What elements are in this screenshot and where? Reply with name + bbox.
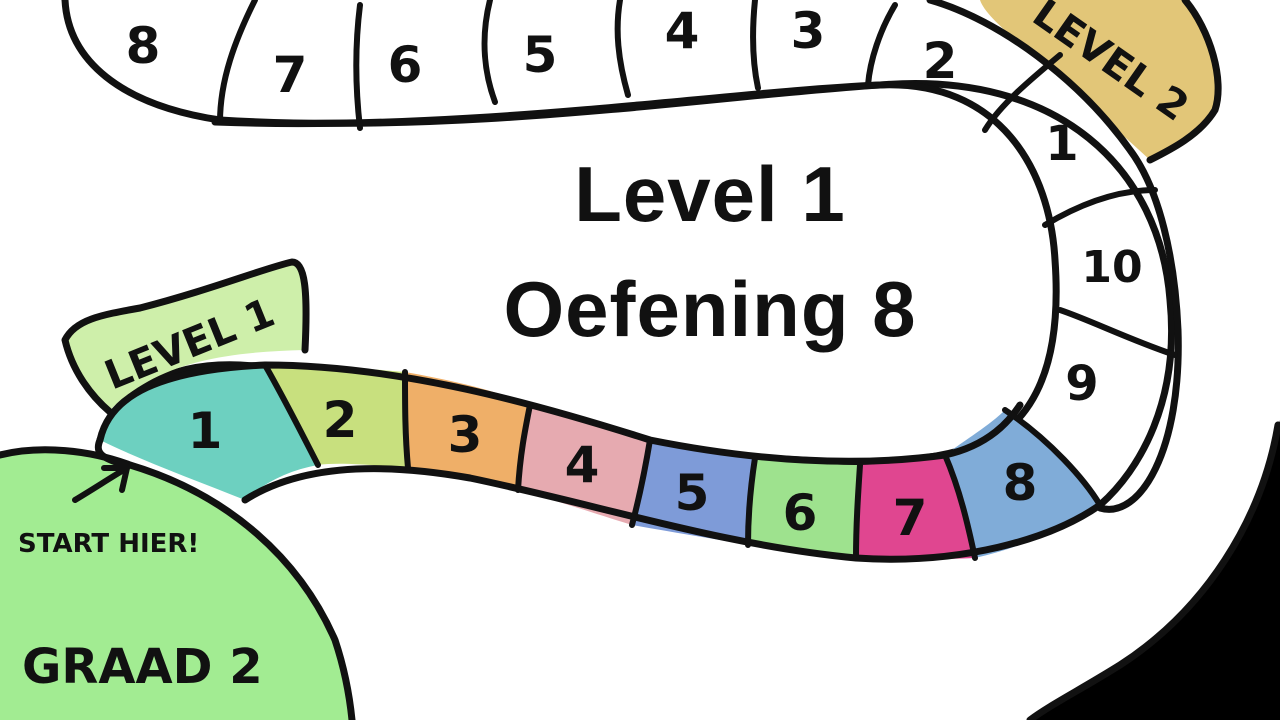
top-tile-label-2: 2 xyxy=(923,32,958,90)
level2-tag xyxy=(980,0,1219,160)
tile-5 xyxy=(632,440,755,545)
tile-label-7: 7 xyxy=(893,489,928,547)
tile-3 xyxy=(405,372,530,490)
start-connector xyxy=(94,436,129,469)
top-track-inner xyxy=(926,0,1182,513)
start-label: START HIER! xyxy=(18,529,199,559)
tile-label-4: 4 xyxy=(565,436,600,494)
tile-label-8: 8 xyxy=(1003,454,1038,512)
tile-7 xyxy=(856,455,975,560)
level1-tiles xyxy=(100,365,1100,560)
corner-edge xyxy=(1026,421,1280,720)
title-line-1: Level 1 xyxy=(574,150,846,238)
title-line-2: Oefening 8 xyxy=(503,265,917,353)
tile-label-2: 2 xyxy=(323,391,358,449)
tile-8 xyxy=(945,410,1100,558)
top-track xyxy=(65,0,1120,150)
arrow-icon xyxy=(72,465,131,503)
right-tile-labels: 9 10 1 xyxy=(1045,116,1142,412)
tile-label-9: 9 xyxy=(1065,356,1098,412)
graad-label: GRAAD 2 xyxy=(22,639,263,695)
top-tile-label-4: 4 xyxy=(665,2,700,60)
tile-label-6: 6 xyxy=(783,484,818,542)
level2-tag-outline xyxy=(1146,0,1222,164)
tile-6 xyxy=(748,458,860,558)
top-tile-dividers xyxy=(217,0,1178,358)
tile-label-next-1: 1 xyxy=(1045,116,1078,172)
top-tile-label-6: 6 xyxy=(388,36,423,94)
level1-tile-dividers xyxy=(262,362,1103,561)
tile-2 xyxy=(265,365,408,468)
tile-label-1: 1 xyxy=(188,402,223,460)
level1-track-bottom xyxy=(241,465,1104,563)
level1-tag-outline xyxy=(61,258,310,416)
level1-tile-labels: 1 2 3 4 5 6 7 8 xyxy=(188,391,1038,547)
tile-label-3: 3 xyxy=(448,406,483,464)
level1-tag xyxy=(65,262,307,410)
top-tile-label-8: 8 xyxy=(126,17,161,75)
tile-label-5: 5 xyxy=(675,464,710,522)
top-tile-label-3: 3 xyxy=(791,2,826,60)
graad-area-outline xyxy=(0,446,356,720)
corner-shadow xyxy=(1030,420,1280,720)
top-tile-label-5: 5 xyxy=(523,26,558,84)
top-tile-labels: 2 3 4 5 6 7 8 xyxy=(126,2,958,104)
top-tile-label-7: 7 xyxy=(273,46,308,104)
right-track xyxy=(900,83,1172,506)
tile-1 xyxy=(100,365,318,500)
tile-label-10: 10 xyxy=(1081,242,1142,293)
graad-area xyxy=(0,449,352,720)
